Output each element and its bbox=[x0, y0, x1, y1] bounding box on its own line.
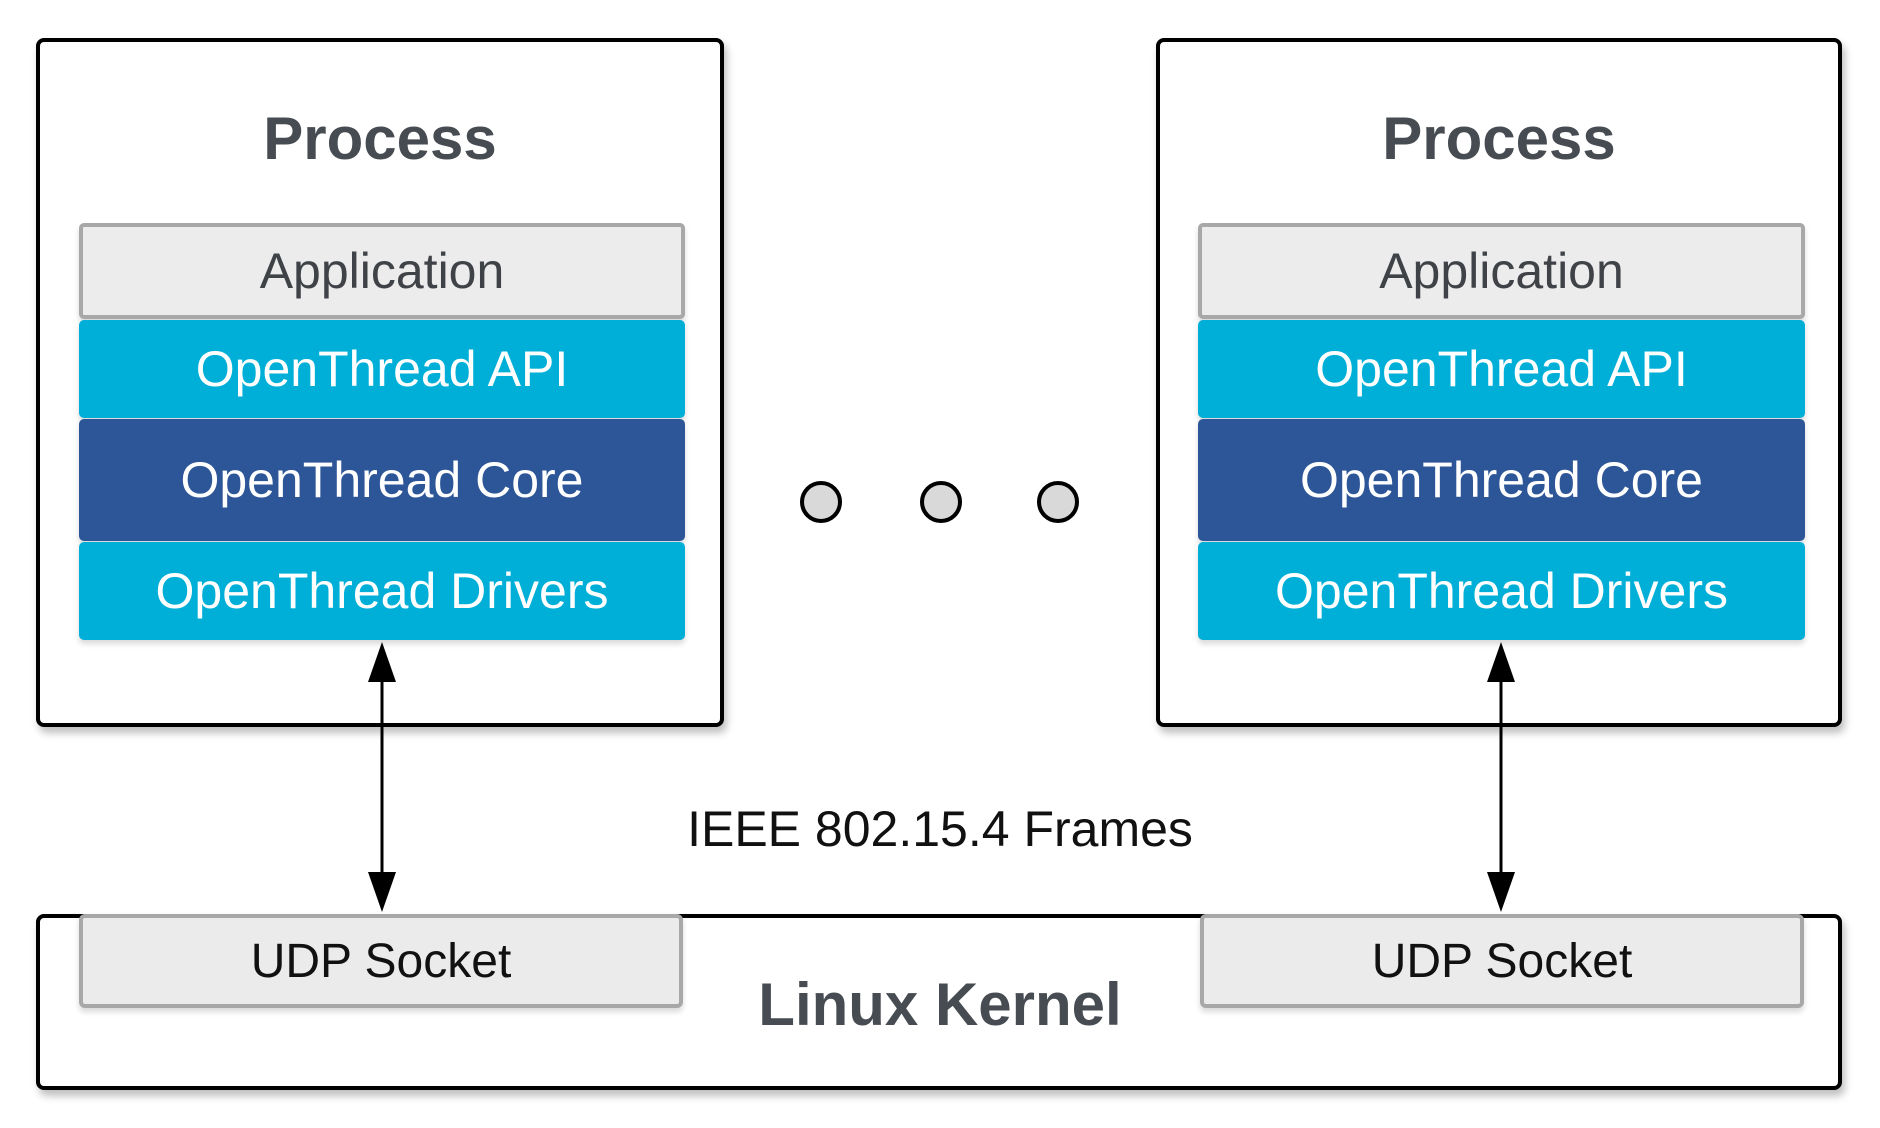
openthread-api-layer: OpenThread API bbox=[1198, 320, 1805, 418]
bidirectional-arrow-right bbox=[1487, 642, 1515, 912]
process-title: Process bbox=[1382, 105, 1616, 172]
frames-label: IEEE 802.15.4 Frames bbox=[687, 801, 1193, 857]
udp-socket-left: UDP Socket bbox=[79, 914, 683, 1008]
openthread-api-layer: OpenThread API bbox=[79, 320, 685, 418]
process-title: Process bbox=[263, 105, 497, 172]
openthread-core-layer: OpenThread Core bbox=[1198, 419, 1805, 541]
udp-socket-right: UDP Socket bbox=[1200, 914, 1804, 1008]
bidirectional-arrow-left bbox=[368, 642, 396, 912]
openthread-drivers-layer: OpenThread Drivers bbox=[1198, 542, 1805, 640]
ellipsis-dot bbox=[800, 481, 842, 523]
linux-kernel-label: Linux Kernel bbox=[758, 971, 1122, 1038]
ellipsis-dot bbox=[920, 481, 962, 523]
openthread-core-layer: OpenThread Core bbox=[79, 419, 685, 541]
ellipsis-dot bbox=[1037, 481, 1079, 523]
application-layer: Application bbox=[1198, 223, 1805, 319]
openthread-drivers-layer: OpenThread Drivers bbox=[79, 542, 685, 640]
application-layer: Application bbox=[79, 223, 685, 319]
